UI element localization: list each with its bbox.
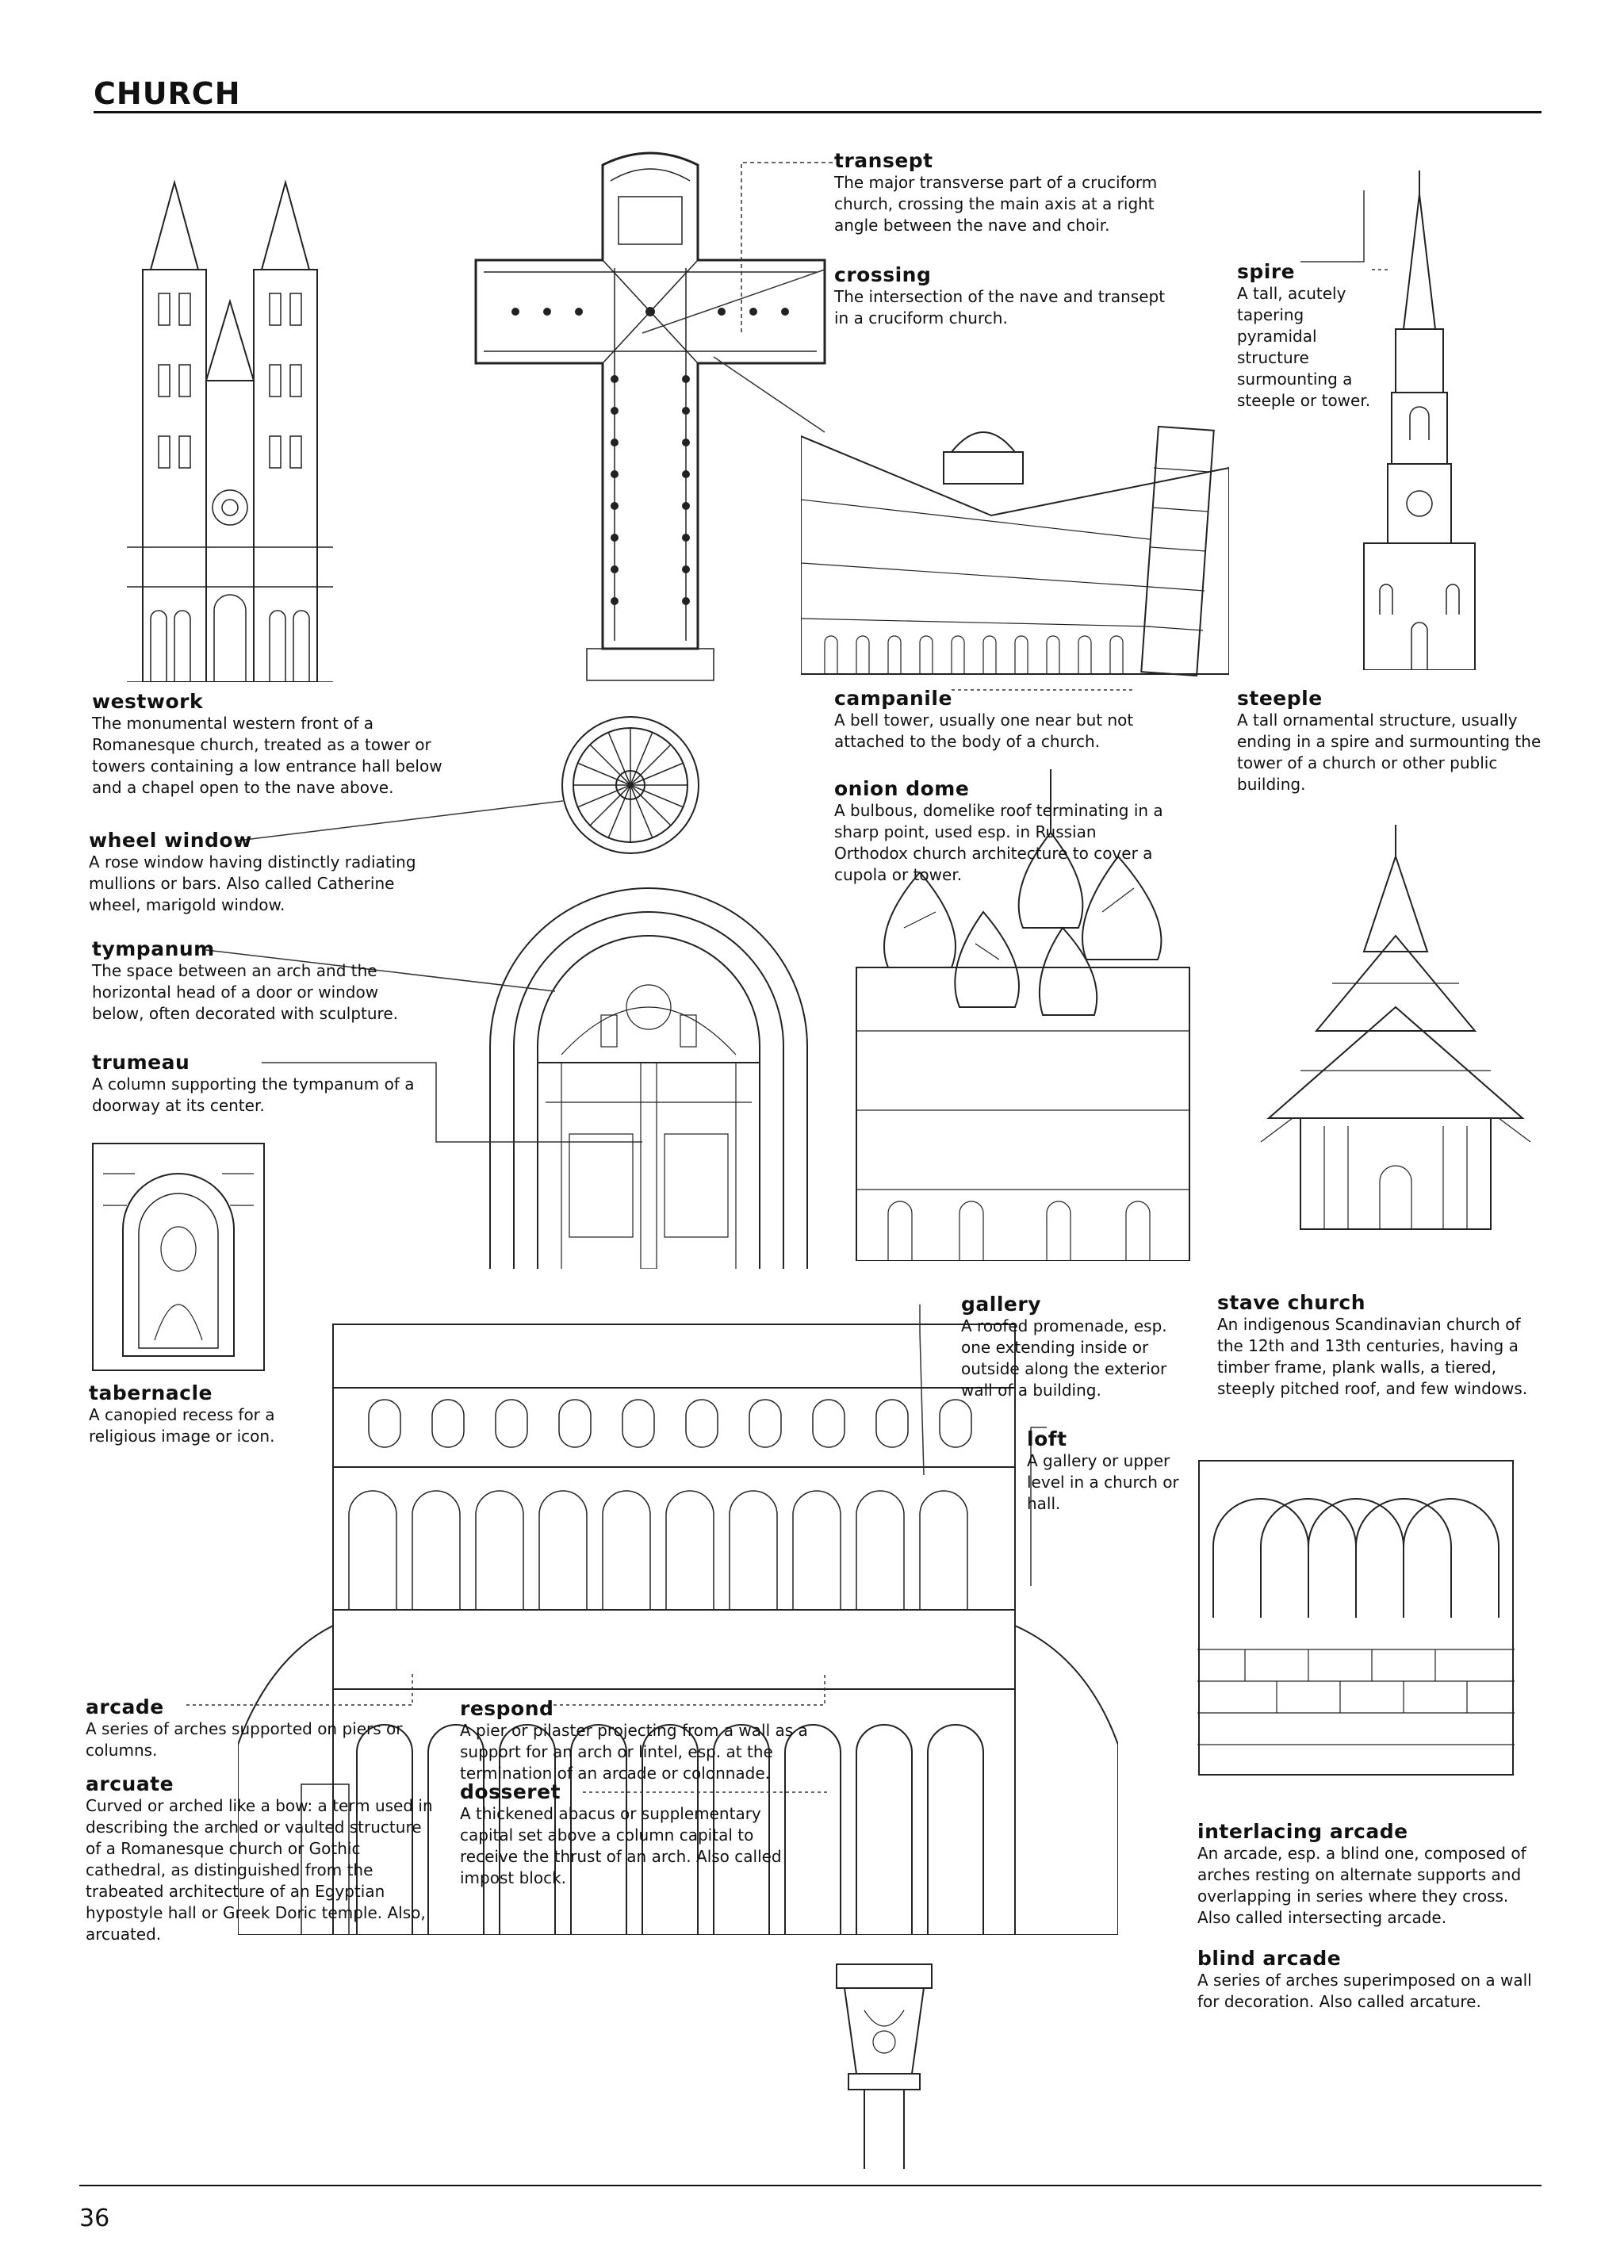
term-wheel-window: wheel window: [89, 829, 252, 852]
def-transept: The major transverse part of a cruciform…: [834, 173, 1158, 235]
term-crossing: crossing: [834, 263, 932, 286]
tabernacle-illustration: [91, 1142, 266, 1372]
entry-tympanum: tympanum The space between an arch and t…: [92, 937, 425, 1025]
term-dosseret: dosseret: [460, 1780, 561, 1803]
term-spire: spire: [1237, 260, 1296, 283]
entry-loft: loft A gallery or upper level in a churc…: [1027, 1427, 1193, 1515]
interlacing-arcade-illustration: [1197, 1459, 1515, 1776]
term-gallery: gallery: [961, 1293, 1041, 1316]
def-campanile: A bell tower, usually one near but not a…: [834, 711, 1134, 751]
def-gallery: A roofed promenade, esp. one extending i…: [961, 1316, 1167, 1400]
term-blind-arcade: blind arcade: [1197, 1947, 1342, 1970]
header-rule: [94, 111, 1542, 113]
term-onion-dome: onion dome: [834, 777, 970, 800]
entry-tabernacle: tabernacle A canopied recess for a relig…: [89, 1381, 287, 1447]
entry-transept: transept The major transverse part of a …: [834, 149, 1175, 236]
entry-stave-church: stave church An indigenous Scandinavian …: [1217, 1291, 1542, 1400]
term-steeple: steeple: [1237, 687, 1323, 710]
def-blind-arcade: A series of arches superimposed on a wal…: [1197, 1971, 1532, 2011]
def-wheel-window: A rose window having distinctly radiatin…: [89, 852, 416, 914]
wheel-window-illustration: [559, 714, 702, 856]
term-loft: loft: [1027, 1427, 1067, 1450]
def-loft: A gallery or upper level in a church or …: [1027, 1451, 1179, 1513]
def-onion-dome: A bulbous, domelike roof terminating in …: [834, 801, 1163, 884]
term-arcade: arcade: [86, 1695, 164, 1718]
entry-arcuate: arcuate Curved or arched like a bow: a t…: [86, 1772, 435, 1945]
def-steeple: A tall ornamental structure, usually end…: [1237, 711, 1542, 794]
campanile-illustration: [801, 404, 1229, 690]
entry-arcade: arcade A series of arches supported on p…: [86, 1695, 435, 1761]
entry-campanile: campanile A bell tower, usually one near…: [834, 687, 1151, 753]
entry-wheel-window: wheel window A rose window having distin…: [89, 829, 422, 916]
entry-crossing: crossing The intersection of the nave an…: [834, 263, 1183, 329]
entry-steeple: steeple A tall ornamental structure, usu…: [1237, 687, 1554, 795]
term-tympanum: tympanum: [92, 937, 215, 960]
def-arcade: A series of arches supported on piers or…: [86, 1719, 403, 1760]
entry-spire: spire A tall, acutely tapering pyramidal…: [1237, 260, 1388, 412]
tympanum-portal-illustration: [482, 872, 815, 1269]
onion-dome-illustration: [841, 769, 1205, 1261]
entry-onion-dome: onion dome A bulbous, domelike roof term…: [834, 777, 1167, 886]
steeple-illustration: [1348, 170, 1491, 670]
term-interlacing-arcade: interlacing arcade: [1197, 1820, 1408, 1843]
def-arcuate: Curved or arched like a bow: a term used…: [86, 1796, 433, 1944]
dosseret-illustration: [833, 1963, 936, 2169]
def-crossing: The intersection of the nave and transep…: [834, 287, 1166, 328]
stave-church-illustration: [1221, 825, 1554, 1245]
def-respond: A pier or pilaster projecting from a wal…: [460, 1721, 808, 1783]
entry-westwork: westwork The monumental western front of…: [92, 690, 449, 799]
term-stave-church: stave church: [1217, 1291, 1366, 1314]
def-tympanum: The space between an arch and the horizo…: [92, 961, 398, 1023]
page-title: CHURCH: [94, 76, 241, 111]
page-number: 36: [79, 2205, 110, 2232]
def-tabernacle: A canopied recess for a religious image …: [89, 1405, 275, 1446]
entry-interlacing-arcade: interlacing arcade An arcade, esp. a bli…: [1197, 1820, 1546, 1929]
entry-respond: respond A pier or pilaster projecting fr…: [460, 1697, 809, 1784]
def-dosseret: A thickened abacus or supplementary capi…: [460, 1804, 782, 1887]
arcade-section-illustration: [238, 1308, 1118, 1935]
footer-rule: [79, 2185, 1542, 2186]
entry-blind-arcade: blind arcade A series of arches superimp…: [1197, 1947, 1546, 2013]
cruciform-plan-illustration: [468, 141, 833, 696]
entry-trumeau: trumeau A column supporting the tympanum…: [92, 1051, 425, 1117]
term-arcuate: arcuate: [86, 1772, 174, 1795]
term-trumeau: trumeau: [92, 1051, 190, 1074]
term-westwork: westwork: [92, 690, 204, 713]
def-interlacing-arcade: An arcade, esp. a blind one, composed of…: [1197, 1844, 1526, 1927]
def-spire: A tall, acutely tapering pyramidal struc…: [1237, 284, 1371, 410]
entry-dosseret: dosseret A thickened abacus or supplemen…: [460, 1780, 809, 1889]
term-tabernacle: tabernacle: [89, 1381, 213, 1404]
term-transept: transept: [834, 149, 933, 172]
def-trumeau: A column supporting the tympanum of a do…: [92, 1075, 415, 1115]
def-stave-church: An indigenous Scandinavian church of the…: [1217, 1315, 1528, 1398]
westwork-illustration: [127, 174, 333, 682]
entry-gallery: gallery A roofed promenade, esp. one ext…: [961, 1293, 1175, 1401]
term-campanile: campanile: [834, 687, 952, 710]
def-westwork: The monumental western front of a Romane…: [92, 714, 442, 797]
term-respond: respond: [460, 1697, 554, 1720]
